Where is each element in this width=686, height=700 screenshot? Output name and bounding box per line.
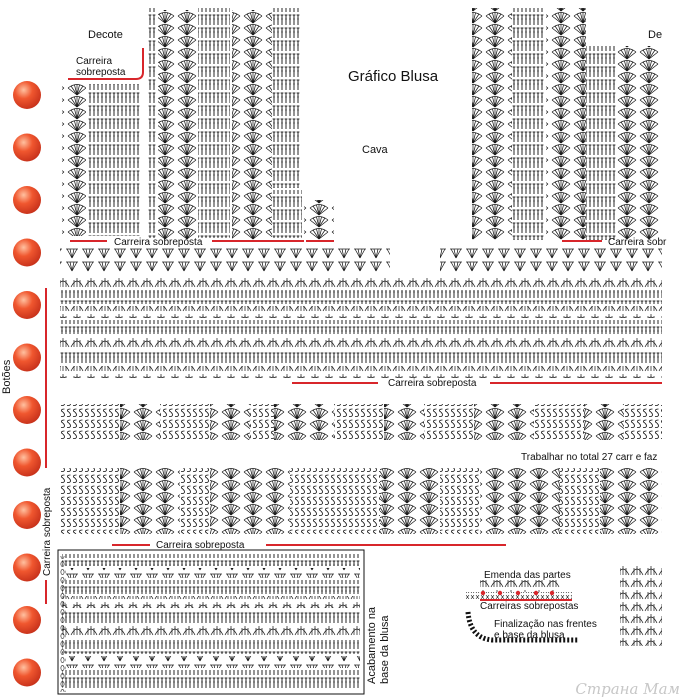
label-carreiras-sobrepostas: Carreiras sobrepostas — [480, 601, 579, 612]
chart-title: Gráfico Blusa — [348, 68, 439, 85]
label-carreira-band1-left: Carreira sobreposta — [114, 237, 203, 248]
label-botoes: Botões — [1, 359, 13, 394]
label-decote-right: De — [648, 29, 663, 41]
watermark: Страна Мам — [575, 680, 680, 698]
label-carreira-top: Carreira sobreposta — [76, 56, 125, 78]
button-bead — [13, 501, 41, 529]
label-finalizacao-line1: Finalização nas frentes — [494, 619, 597, 630]
label-acabamento-line2: base da blusa — [379, 615, 391, 685]
button-bead — [13, 396, 41, 424]
label-carreira-top-line2: sobreposta — [76, 67, 126, 78]
label-carreira-band2: Carreira sobreposta — [388, 378, 477, 389]
label-decote-left: Decote — [88, 29, 123, 41]
panel-top-left — [62, 8, 334, 240]
button-bead — [13, 448, 41, 477]
button-bead — [13, 553, 41, 582]
label-carreira-band3: Carreira sobreposta — [156, 540, 245, 551]
button-bead — [13, 606, 41, 634]
label-carreira-vertical: Carreira sobreposta — [42, 487, 53, 576]
label-cava: Cava — [362, 144, 388, 156]
buttons-column — [13, 81, 41, 687]
legend — [465, 580, 578, 643]
button-bead — [13, 238, 41, 267]
label-acabamento: Acabamento na base da blusa — [366, 607, 392, 684]
label-trabalhar: Trabalhar no total 27 carr e faz — [521, 452, 658, 463]
label-carreira-top-line1: Carreira — [76, 56, 113, 67]
button-bead — [13, 186, 41, 214]
panel-border — [57, 549, 662, 695]
label-acabamento-line1: Acabamento na — [366, 606, 378, 684]
label-finalizacao-line2: e base da blusa — [494, 630, 565, 641]
button-bead — [13, 133, 41, 162]
label-carreira-band1-right: Carreira sobr — [608, 237, 667, 248]
label-emenda: Emenda das partes — [484, 570, 571, 581]
label-finalizacao: Finalização nas frentes e base da blusa — [494, 619, 597, 641]
red-lines — [45, 48, 662, 604]
button-bead — [13, 343, 41, 372]
panel-top-right — [472, 8, 660, 240]
button-bead — [13, 291, 41, 319]
button-bead — [13, 658, 41, 687]
panel-body — [60, 246, 662, 534]
button-bead — [13, 81, 41, 109]
